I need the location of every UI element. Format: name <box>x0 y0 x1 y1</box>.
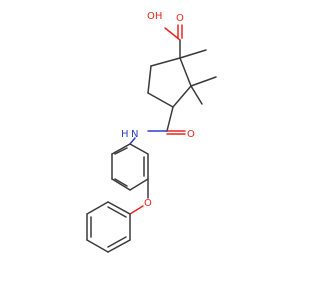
methyl-bond-1 <box>179 49 207 59</box>
molecule-structure: OH O O H N <box>86 11 217 253</box>
ether-linkage: O <box>129 178 152 215</box>
aryl1-bond-1 <box>129 143 149 155</box>
carboxylic-acid-group: OH O <box>147 11 184 59</box>
hydroxyl-label: OH <box>147 11 162 22</box>
aryl1-bond-6 <box>111 143 131 155</box>
methyl-groups <box>179 49 217 105</box>
methyl-bond-3 <box>190 85 203 105</box>
aryl2-inner-1 <box>107 236 127 248</box>
aryl2-bond-3 <box>86 239 109 253</box>
ring-bond-1 <box>150 57 181 67</box>
aryl1-inner-2 <box>114 178 128 187</box>
amide-group: O H N <box>121 106 195 145</box>
carbonyl-o-label: O <box>176 13 184 24</box>
amide-o-label: O <box>187 129 195 140</box>
ring-bond-4 <box>172 85 192 108</box>
aryl2-bond-2 <box>107 239 131 253</box>
aryl1-inner-3 <box>114 147 128 155</box>
phenyl-ring <box>86 201 131 253</box>
aryl1-bond-4 <box>111 178 131 191</box>
phenylene-ring <box>111 143 149 191</box>
ether-o-label: O <box>144 198 152 209</box>
aryl1-bond-3 <box>129 178 149 191</box>
aryl2-bond-5 <box>86 201 109 215</box>
ring-bond-3 <box>147 92 174 108</box>
bond-o-phenyl <box>129 205 144 215</box>
molecule-canvas: OH O O H N <box>86 11 217 253</box>
bond-ring-amide-c <box>166 106 174 132</box>
aryl2-bond-6 <box>107 201 131 215</box>
bond-n-aryl <box>129 137 136 145</box>
methyl-bond-2 <box>190 76 217 87</box>
cyclopentane-ring <box>147 57 192 108</box>
aryl2-inner-3 <box>107 206 127 218</box>
amide-n-label: N <box>131 129 138 140</box>
ring-bond-2 <box>147 65 152 94</box>
amide-h-label: H <box>121 129 129 140</box>
ring-bond-5 <box>179 57 192 87</box>
